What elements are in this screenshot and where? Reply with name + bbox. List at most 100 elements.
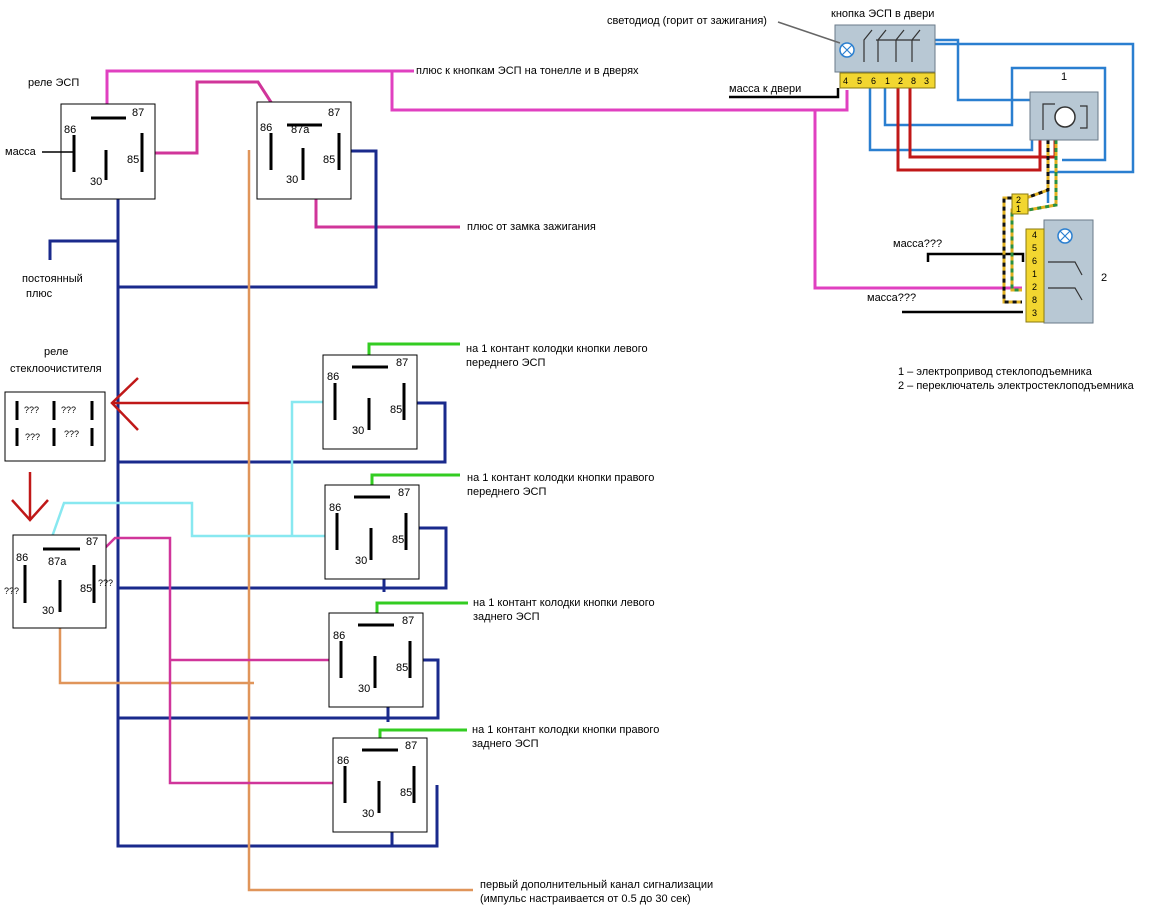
label-ground-q: масса??? (867, 292, 916, 304)
motor-connector: 2 1 (1011, 193, 1029, 215)
wire-cyan (45, 400, 335, 552)
label-ground-q: масса??? (893, 238, 942, 250)
relay-ignition: 87 87a 86 85 30 (256, 101, 352, 200)
motor-icon (1054, 106, 1076, 128)
label-door-button: кнопка ЭСП в двери (831, 8, 934, 20)
relay-left-rear: 87 86 85 30 (328, 612, 424, 708)
pin-85: 85 (80, 583, 92, 595)
label-plus: плюс (26, 288, 53, 300)
pin-86: 86 (337, 755, 349, 767)
switch-pin: 6 (1032, 256, 1037, 266)
label-wiper: стеклоочистителя (10, 363, 102, 375)
label-ground-door: масса к двери (729, 83, 801, 95)
arrow-down-icon (11, 472, 49, 522)
wire-alarm (58, 150, 473, 892)
label-left-front: на 1 контант колодки кнопки левого (466, 343, 648, 355)
wire-to-86 (87, 536, 345, 785)
pin-unknown: ??? (61, 405, 76, 415)
pin-87: 87 (396, 357, 408, 369)
pin-87: 87 (398, 487, 410, 499)
switch-pin: 5 (1032, 243, 1037, 253)
switch-pin: 4 (1032, 230, 1037, 240)
label-num-2: 2 (1101, 272, 1107, 284)
pin-87a: 87a (291, 124, 310, 136)
door-pin: 6 (871, 76, 876, 86)
relay-left-front: 87 86 85 30 (322, 354, 418, 450)
label-right-front: переднего ЭСП (467, 486, 546, 498)
switch-pin: 2 (1032, 282, 1037, 292)
window-switch: 4 5 6 1 2 8 3 (1025, 219, 1094, 324)
relay-right-front: 87 86 85 30 (324, 484, 420, 580)
pin-86: 86 (333, 630, 345, 642)
pin-85: 85 (392, 534, 404, 546)
wire-right-black (729, 88, 1025, 314)
label-right-front: на 1 контант колодки кнопки правого (467, 472, 654, 484)
door-pin: 5 (857, 76, 862, 86)
legend-item-2: 2 – переключатель электростеклоподъемник… (898, 380, 1135, 392)
door-pin: 8 (911, 76, 916, 86)
relay-wiper: ??? ??? ??? ??? (4, 391, 106, 462)
pin-30: 30 (42, 605, 54, 617)
pin-86: 86 (329, 502, 341, 514)
pin-87: 87 (86, 536, 98, 548)
label-relay: реле (44, 346, 68, 358)
pin-87: 87 (402, 615, 414, 627)
pin-unknown: ??? (24, 405, 39, 415)
relay-right-rear: 87 86 85 30 (332, 737, 428, 833)
door-pin: 2 (898, 76, 903, 86)
pin-86: 86 (327, 371, 339, 383)
pin-unknown: ??? (25, 432, 40, 442)
label-ground: масса (5, 146, 37, 158)
wire-plus-buttons (105, 69, 1022, 290)
pin-85: 85 (396, 662, 408, 674)
label-left-rear: заднего ЭСП (473, 611, 540, 623)
door-button-connector: 4 5 6 1 2 8 3 (839, 72, 936, 89)
label-alarm-note: (импульс настраивается от 0.5 до 30 сек) (480, 893, 691, 905)
door-pin: 4 (843, 76, 848, 86)
label-led: светодиод (горит от зажигания) (607, 15, 767, 27)
led-pointer (777, 21, 841, 44)
pin-87: 87 (328, 107, 340, 119)
door-pin: 1 (885, 76, 890, 86)
switch-pin: 8 (1032, 295, 1037, 305)
label-relay-esp: реле ЭСП (28, 77, 79, 89)
pin-30: 30 (286, 174, 298, 186)
label-num-1: 1 (1061, 71, 1067, 83)
pin-30: 30 (355, 555, 367, 567)
switch-pin: 3 (1032, 308, 1037, 318)
relay-esp: 87 86 85 30 (60, 103, 156, 200)
pin-87a: 87a (48, 556, 67, 568)
label-plus-ignition: плюс от замка зажигания (467, 221, 596, 233)
pin-85: 85 (323, 154, 335, 166)
pin-87: 87 (132, 107, 144, 119)
motor-pin: 2 (1016, 195, 1021, 205)
pin-86: 86 (64, 124, 76, 136)
door-button: 4 5 6 1 2 8 3 (834, 24, 936, 89)
motor-pin: 1 (1016, 204, 1021, 214)
pin-85: 85 (390, 404, 402, 416)
label-plus-buttons: плюс к кнопкам ЭСП на тонелле и в дверях (416, 65, 639, 77)
legend-item-1: 1 – электропривод стеклоподъемника (898, 366, 1093, 378)
arrow-left-icon (110, 377, 249, 431)
pin-85: 85 (127, 154, 139, 166)
pin-unknown: ??? (4, 586, 19, 596)
label-right-rear: на 1 контант колодки кнопки правого (472, 724, 659, 736)
pin-unknown: ??? (64, 429, 79, 439)
label-left-front: переднего ЭСП (466, 357, 545, 369)
pin-unknown: ??? (98, 578, 113, 588)
pin-30: 30 (352, 425, 364, 437)
window-motor: 2 1 (1011, 91, 1099, 215)
label-constant: постоянный (22, 273, 83, 285)
pin-85: 85 (400, 787, 412, 799)
pin-86: 86 (16, 552, 28, 564)
pin-86: 86 (260, 122, 272, 134)
pin-30: 30 (362, 808, 374, 820)
switch-connector: 4 5 6 1 2 8 3 (1025, 228, 1045, 323)
pin-30: 30 (90, 176, 102, 188)
switch-pin: 1 (1032, 269, 1037, 279)
pin-87: 87 (405, 740, 417, 752)
door-pin: 3 (924, 76, 929, 86)
relay-left-control: 87 87a 86 85 30 ??? ??? (4, 534, 113, 629)
